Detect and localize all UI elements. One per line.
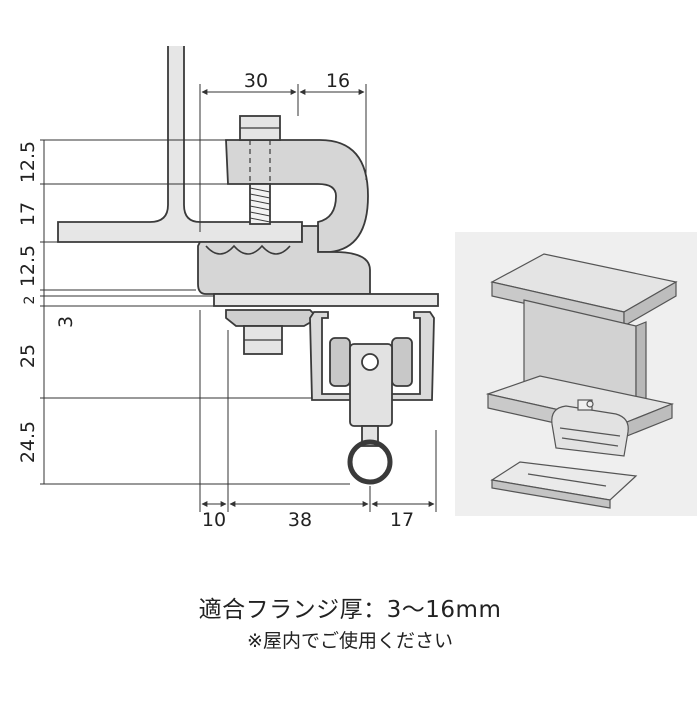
mounting-plate — [213, 293, 439, 307]
dim-left-12-5-a: 12.5 — [17, 141, 39, 183]
trolley-wheel-right — [391, 337, 413, 387]
dimension-lines — [40, 84, 437, 512]
dim-left-12-5-b: 12.5 — [17, 245, 39, 287]
beam-web — [57, 46, 303, 243]
dim-bottom-38: 38 — [288, 509, 312, 531]
dim-left-24-5: 24.5 — [17, 421, 39, 463]
indoor-use-note: ※屋内でご使用ください — [247, 630, 453, 652]
dim-left-17: 17 — [17, 202, 39, 226]
dim-left-25: 25 — [17, 344, 39, 368]
product-photo — [455, 232, 697, 516]
dim-bottom-17: 17 — [390, 509, 414, 531]
spring-clip — [225, 309, 320, 327]
clamp-lower-jaw — [197, 225, 371, 295]
dim-left-2: 2 — [22, 296, 38, 305]
technical-drawing — [57, 46, 439, 485]
clamp-teeth — [205, 244, 291, 255]
dim-top-30: 30 — [244, 70, 268, 92]
dim-left-3: 3 — [55, 316, 77, 328]
flange-thickness-caption: 適合フランジ厚：3〜16mm — [198, 597, 502, 623]
dim-top-16: 16 — [326, 70, 350, 92]
dim-bottom-10: 10 — [202, 509, 226, 531]
hanger-ring — [347, 439, 393, 485]
trolley-wheel-left — [329, 337, 351, 387]
